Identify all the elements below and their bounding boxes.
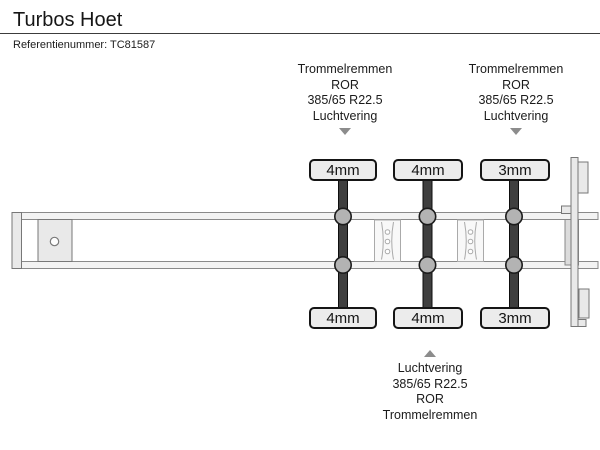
callout-line: ROR (502, 77, 530, 92)
callout-line: ROR (416, 392, 444, 406)
crossmember-hole (467, 238, 474, 245)
axle-2-hub-bottom (418, 255, 437, 274)
tread-depth-box-axle2-bottom: 4mm (393, 307, 463, 329)
callout-line: Luchtvering (312, 108, 378, 123)
rear-vertical-member (570, 157, 579, 327)
crossmember-hole (384, 248, 391, 255)
arrow-down-icon (510, 128, 522, 135)
tread-depth-box-axle2-top: 4mm (393, 159, 463, 181)
axle-3-hub-top (504, 207, 523, 226)
tread-depth-box-axle1-bottom: 4mm (309, 307, 377, 329)
crossmember-hole (384, 238, 391, 245)
arrow-up-icon (424, 350, 436, 357)
callout-line: Trommelremmen (297, 62, 393, 76)
axle-1-hub-bottom (333, 255, 352, 274)
crossmember-1 (374, 219, 401, 262)
header-divider (0, 33, 600, 34)
tread-depth-box-axle3-top: 3mm (480, 159, 550, 181)
axle-1-hub-top (333, 207, 352, 226)
callout-line: 385/65 R22.5 (392, 376, 468, 391)
callout-line: 385/65 R22.5 (307, 93, 383, 107)
callout-line: Luchtvering (397, 361, 463, 375)
callout-line: ROR (331, 77, 359, 92)
tread-depth-box-axle3-bottom: 3mm (480, 307, 550, 329)
callout-line: Trommelremmen (382, 407, 478, 422)
axle-2-bar (422, 178, 433, 310)
tread-depth-box-axle1-top: 4mm (309, 159, 377, 181)
crossmember-2 (457, 219, 484, 262)
rear-flap-bottom (578, 288, 590, 319)
crossmember-hole (467, 229, 474, 235)
callout-line: 385/65 R22.5 (478, 93, 554, 107)
axle-1-bar (338, 178, 348, 310)
front-end-cap (11, 212, 22, 269)
crossmember-hole (384, 229, 391, 235)
callout-axle-1: Trommelremmen ROR 385/65 R22.5 Luchtveri… (235, 62, 455, 135)
crossmember-curve-right (391, 221, 394, 260)
callout-line: Luchtvering (483, 108, 549, 123)
rear-member-foot (577, 319, 587, 327)
rear-frame (561, 157, 590, 327)
rear-flap-top (577, 161, 589, 194)
callout-axle-3: Trommelremmen ROR 385/65 R22.5 Luchtveri… (406, 62, 600, 135)
reference-number: Referentienummer: TC81587 (13, 39, 156, 51)
crossmember-curve-left (464, 221, 467, 260)
axle-3-bar (509, 178, 519, 310)
kingpin (49, 236, 60, 247)
callout-line: Trommelremmen (468, 62, 564, 76)
crossmember-curve-left (381, 221, 384, 260)
axle-3-hub-bottom (504, 255, 523, 274)
rear-ledge (561, 205, 572, 214)
axle-2-hub-top (418, 207, 437, 226)
callout-axle-2: Luchtvering 385/65 R22.5 ROR Trommelremm… (320, 350, 540, 423)
page-title: Turbos Hoet (13, 9, 123, 31)
crossmember-curve-right (474, 221, 477, 260)
crossmember-hole (467, 248, 474, 255)
arrow-down-icon (339, 128, 351, 135)
